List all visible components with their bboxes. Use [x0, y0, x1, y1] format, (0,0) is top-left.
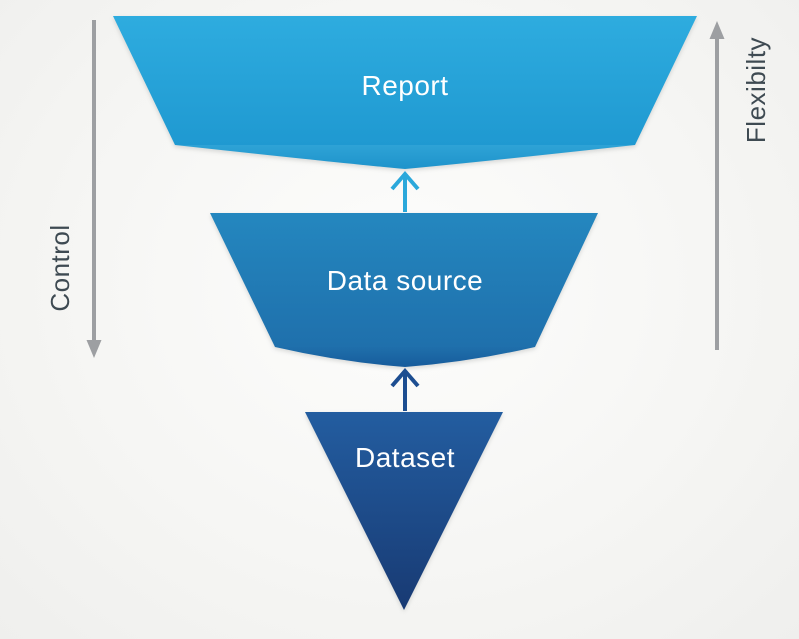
funnel-level-dataset — [305, 412, 503, 610]
arrow-up-to-report-icon — [390, 170, 420, 212]
data-source-level-label: Data source — [326, 265, 484, 296]
funnel-level-report — [113, 16, 697, 169]
control-axis-arrow-icon — [86, 20, 102, 358]
control-axis-label: Control — [45, 224, 75, 312]
arrow-up-to-data-source-icon — [390, 367, 420, 411]
dataset-level-label: Dataset — [355, 442, 455, 473]
flexibility-axis-arrow-icon — [709, 21, 725, 350]
flexibility-axis-label: Flexibilty — [741, 36, 771, 144]
funnel-level-data-source — [210, 213, 598, 367]
report-level-label: Report — [361, 70, 449, 101]
